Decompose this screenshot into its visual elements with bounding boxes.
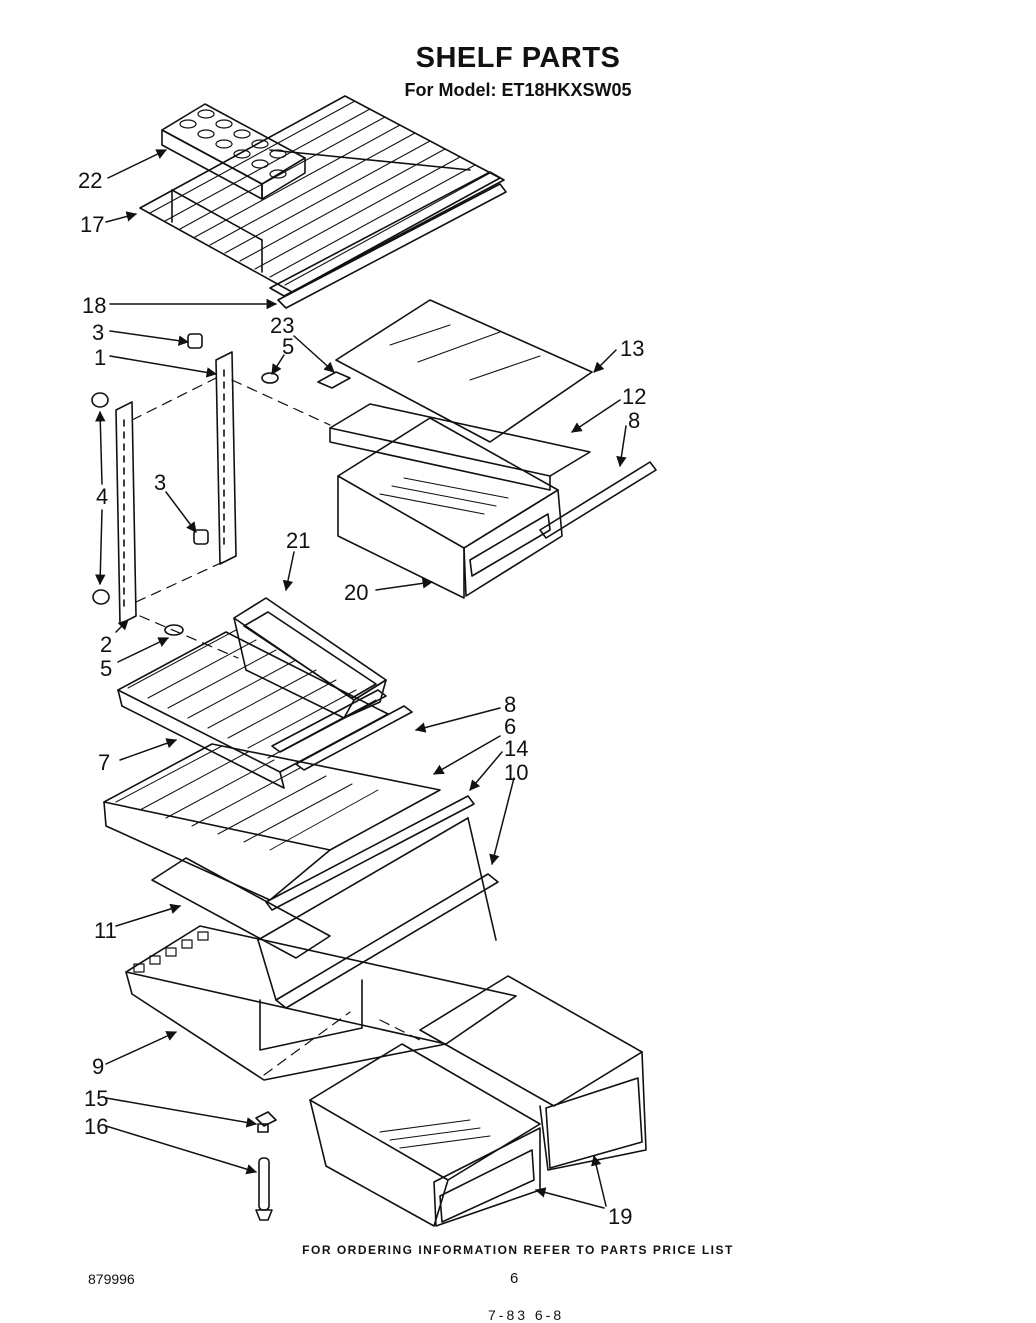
callout-9: 9 <box>92 1054 104 1079</box>
utility-bin-part <box>233 597 387 719</box>
callout-23: 23 <box>270 313 294 338</box>
callout-22: 22 <box>78 168 102 193</box>
callout-5-upper: 5 <box>282 334 294 359</box>
control-shaft-part <box>255 1157 273 1221</box>
glass-cover-part <box>335 299 593 443</box>
callout-1: 1 <box>94 345 106 370</box>
callout-15: 15 <box>84 1086 108 1111</box>
callout-12: 12 <box>622 384 646 409</box>
document-number: 879996 <box>88 1271 135 1287</box>
crisper-cover-frame-part <box>257 817 499 1009</box>
ice-tray-part <box>161 103 306 200</box>
leader-lines <box>95 149 627 1209</box>
crisper-pan-front-part <box>309 1043 541 1227</box>
callout-16: 16 <box>84 1114 108 1139</box>
support-brackets-part <box>91 333 279 636</box>
drawer-rail-part <box>539 461 657 539</box>
crisper-base-part <box>125 925 517 1081</box>
callout-3-upper: 3 <box>92 320 104 345</box>
callout-4: 4 <box>96 484 108 509</box>
callout-8-lower: 8 <box>504 692 516 717</box>
callout-17: 17 <box>80 212 104 237</box>
crisper-cover-glass-part <box>151 857 331 959</box>
shelf-ladder-left-part <box>115 401 137 625</box>
callout-2: 2 <box>100 632 112 657</box>
control-knob-part <box>255 1111 277 1133</box>
wire-shelf-part <box>139 95 501 293</box>
callout-3-lower: 3 <box>154 470 166 495</box>
page-title: SHELF PARTS <box>415 42 621 74</box>
callout-14: 14 <box>504 736 528 761</box>
shelf-trim-strips-part <box>271 689 413 771</box>
shelf-ladder-right-part <box>215 351 237 565</box>
callout-18: 18 <box>82 293 106 318</box>
lower-glide-shelf-part <box>103 743 475 911</box>
revision-mark: 7-83 6-8 <box>488 1307 565 1323</box>
assembly-guide-lines <box>131 377 421 1076</box>
shelf-trim-part <box>269 171 507 309</box>
page-number: 6 <box>510 1270 519 1287</box>
meat-pan-drawer-part <box>337 417 563 599</box>
callout-20: 20 <box>344 580 368 605</box>
callout-10: 10 <box>504 760 528 785</box>
cover-frame-part <box>317 371 591 491</box>
callout-6: 6 <box>504 714 516 739</box>
callout-8-upper: 8 <box>628 408 640 433</box>
callout-11: 11 <box>94 918 117 943</box>
callout-13: 13 <box>620 336 644 361</box>
callout-5-lower: 5 <box>100 656 112 681</box>
callout-19: 19 <box>608 1204 632 1229</box>
callout-21: 21 <box>286 528 310 553</box>
model-subtitle: For Model: ET18HKXSW05 <box>404 80 632 100</box>
ordering-information-note: FOR ORDERING INFORMATION REFER TO PARTS … <box>302 1243 734 1257</box>
callout-7: 7 <box>98 750 110 775</box>
